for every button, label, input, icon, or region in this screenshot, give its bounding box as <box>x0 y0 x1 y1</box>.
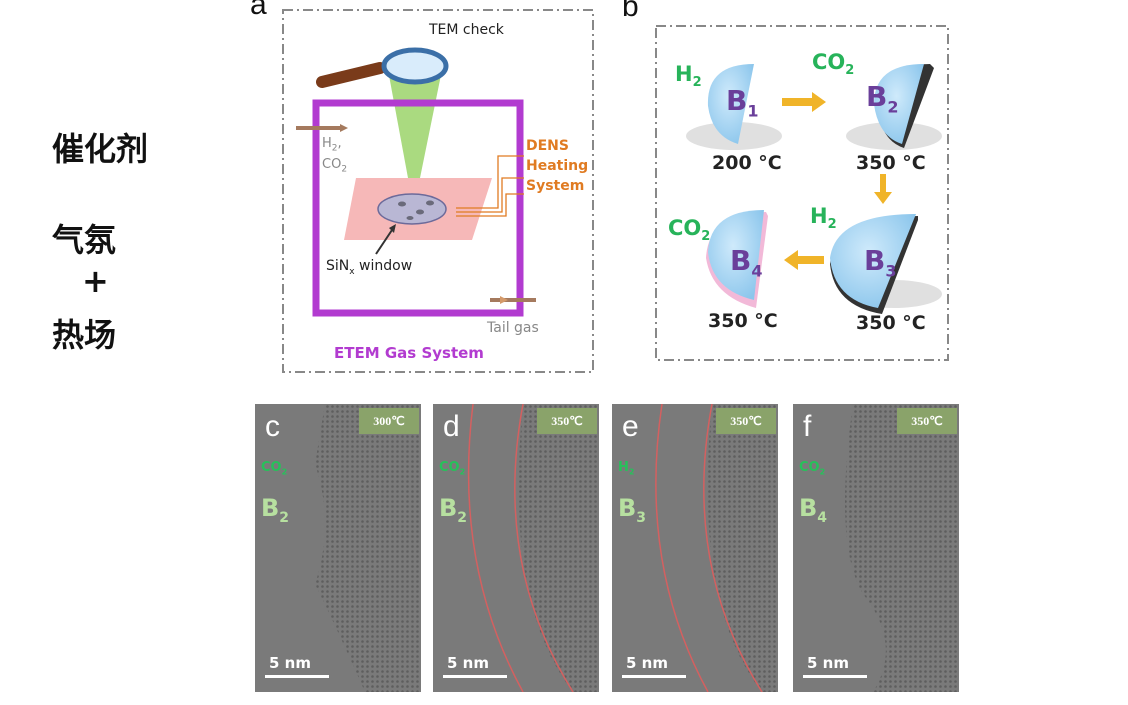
temp-b3: 350 °C <box>856 312 926 334</box>
image-letter: d <box>443 410 460 443</box>
gas-label: CO2 <box>799 460 826 477</box>
particle-b2 <box>874 64 924 144</box>
electron-beam <box>388 70 442 178</box>
tem-image-d: d 350℃ CO2 B2 5 nm <box>433 404 599 692</box>
tem-image-c: c 300℃ CO2 B2 5 nm <box>255 404 421 692</box>
state-label: B3 <box>618 494 647 526</box>
panel-b-diagram <box>655 25 949 361</box>
label-b2: B2 <box>866 80 899 117</box>
scale-bar <box>622 675 686 678</box>
tail-gas-label: Tail gas <box>487 320 539 336</box>
gas-h2-b3: H2 <box>810 204 837 233</box>
arrow-b3-b4 <box>784 250 824 270</box>
temp-b1: 200 °C <box>712 152 782 174</box>
temp-b2: 350 °C <box>856 152 926 174</box>
gas-inlet-label: H2, CO2 <box>322 136 348 175</box>
etem-gas-system-label: ETEM Gas System <box>334 344 484 362</box>
scale-bar <box>265 675 329 678</box>
arrow-b2-b3 <box>874 174 892 204</box>
arrow-b1-b2 <box>782 92 826 112</box>
gas-h2-b1: H2 <box>675 62 702 91</box>
gas-label: H2 <box>618 460 635 477</box>
gas-label: CO2 <box>261 460 288 477</box>
gas-co2-b2: CO2 <box>812 50 855 79</box>
particle-b3 <box>830 214 916 308</box>
tem-image-f: f 350℃ CO2 B4 5 nm <box>793 404 959 692</box>
label-catalyst: 催化剂 <box>52 130 149 168</box>
image-letter: f <box>803 410 812 443</box>
temperature-badge: 350℃ <box>897 408 957 434</box>
sin-window-label: SiNx window <box>326 258 413 277</box>
label-b3: B3 <box>864 244 897 281</box>
image-letter: c <box>265 410 280 443</box>
scale-bar <box>443 675 507 678</box>
state-label: B4 <box>799 494 828 526</box>
tem-image-e: e 350℃ H2 B3 5 nm <box>612 404 778 692</box>
temperature-badge: 350℃ <box>537 408 597 434</box>
gas-label: CO2 <box>439 460 466 477</box>
label-b4: B4 <box>730 244 763 281</box>
dens-heating-label: DENS Heating System <box>526 138 589 194</box>
temperature-badge: 300℃ <box>359 408 419 434</box>
panel-a-letter: a <box>250 0 267 21</box>
state-label: B2 <box>439 494 468 526</box>
tem-check-label: TEM check <box>429 22 504 38</box>
label-plus: + <box>82 262 109 300</box>
scale-label: 5 nm <box>807 654 849 672</box>
scale-label: 5 nm <box>269 654 311 672</box>
magnifier-handle <box>316 62 386 88</box>
label-thermal-field: 热场 <box>52 316 117 354</box>
particle-b4 <box>708 210 764 300</box>
label-atmosphere: 气氛 <box>52 221 117 259</box>
particle-b1 <box>707 64 754 144</box>
gas-co2-b4: CO2 <box>668 216 711 245</box>
panel-a-diagram <box>282 9 594 373</box>
label-b1: B1 <box>726 84 759 121</box>
scale-label: 5 nm <box>626 654 668 672</box>
scale-bar <box>803 675 867 678</box>
panel-b-letter: b <box>622 0 639 23</box>
temperature-badge: 350℃ <box>716 408 776 434</box>
image-letter: e <box>622 410 639 443</box>
scale-label: 5 nm <box>447 654 489 672</box>
magnifier-lens <box>381 47 449 85</box>
temp-b4: 350 °C <box>708 310 778 332</box>
etem-frame <box>312 99 524 317</box>
state-label: B2 <box>261 494 290 526</box>
